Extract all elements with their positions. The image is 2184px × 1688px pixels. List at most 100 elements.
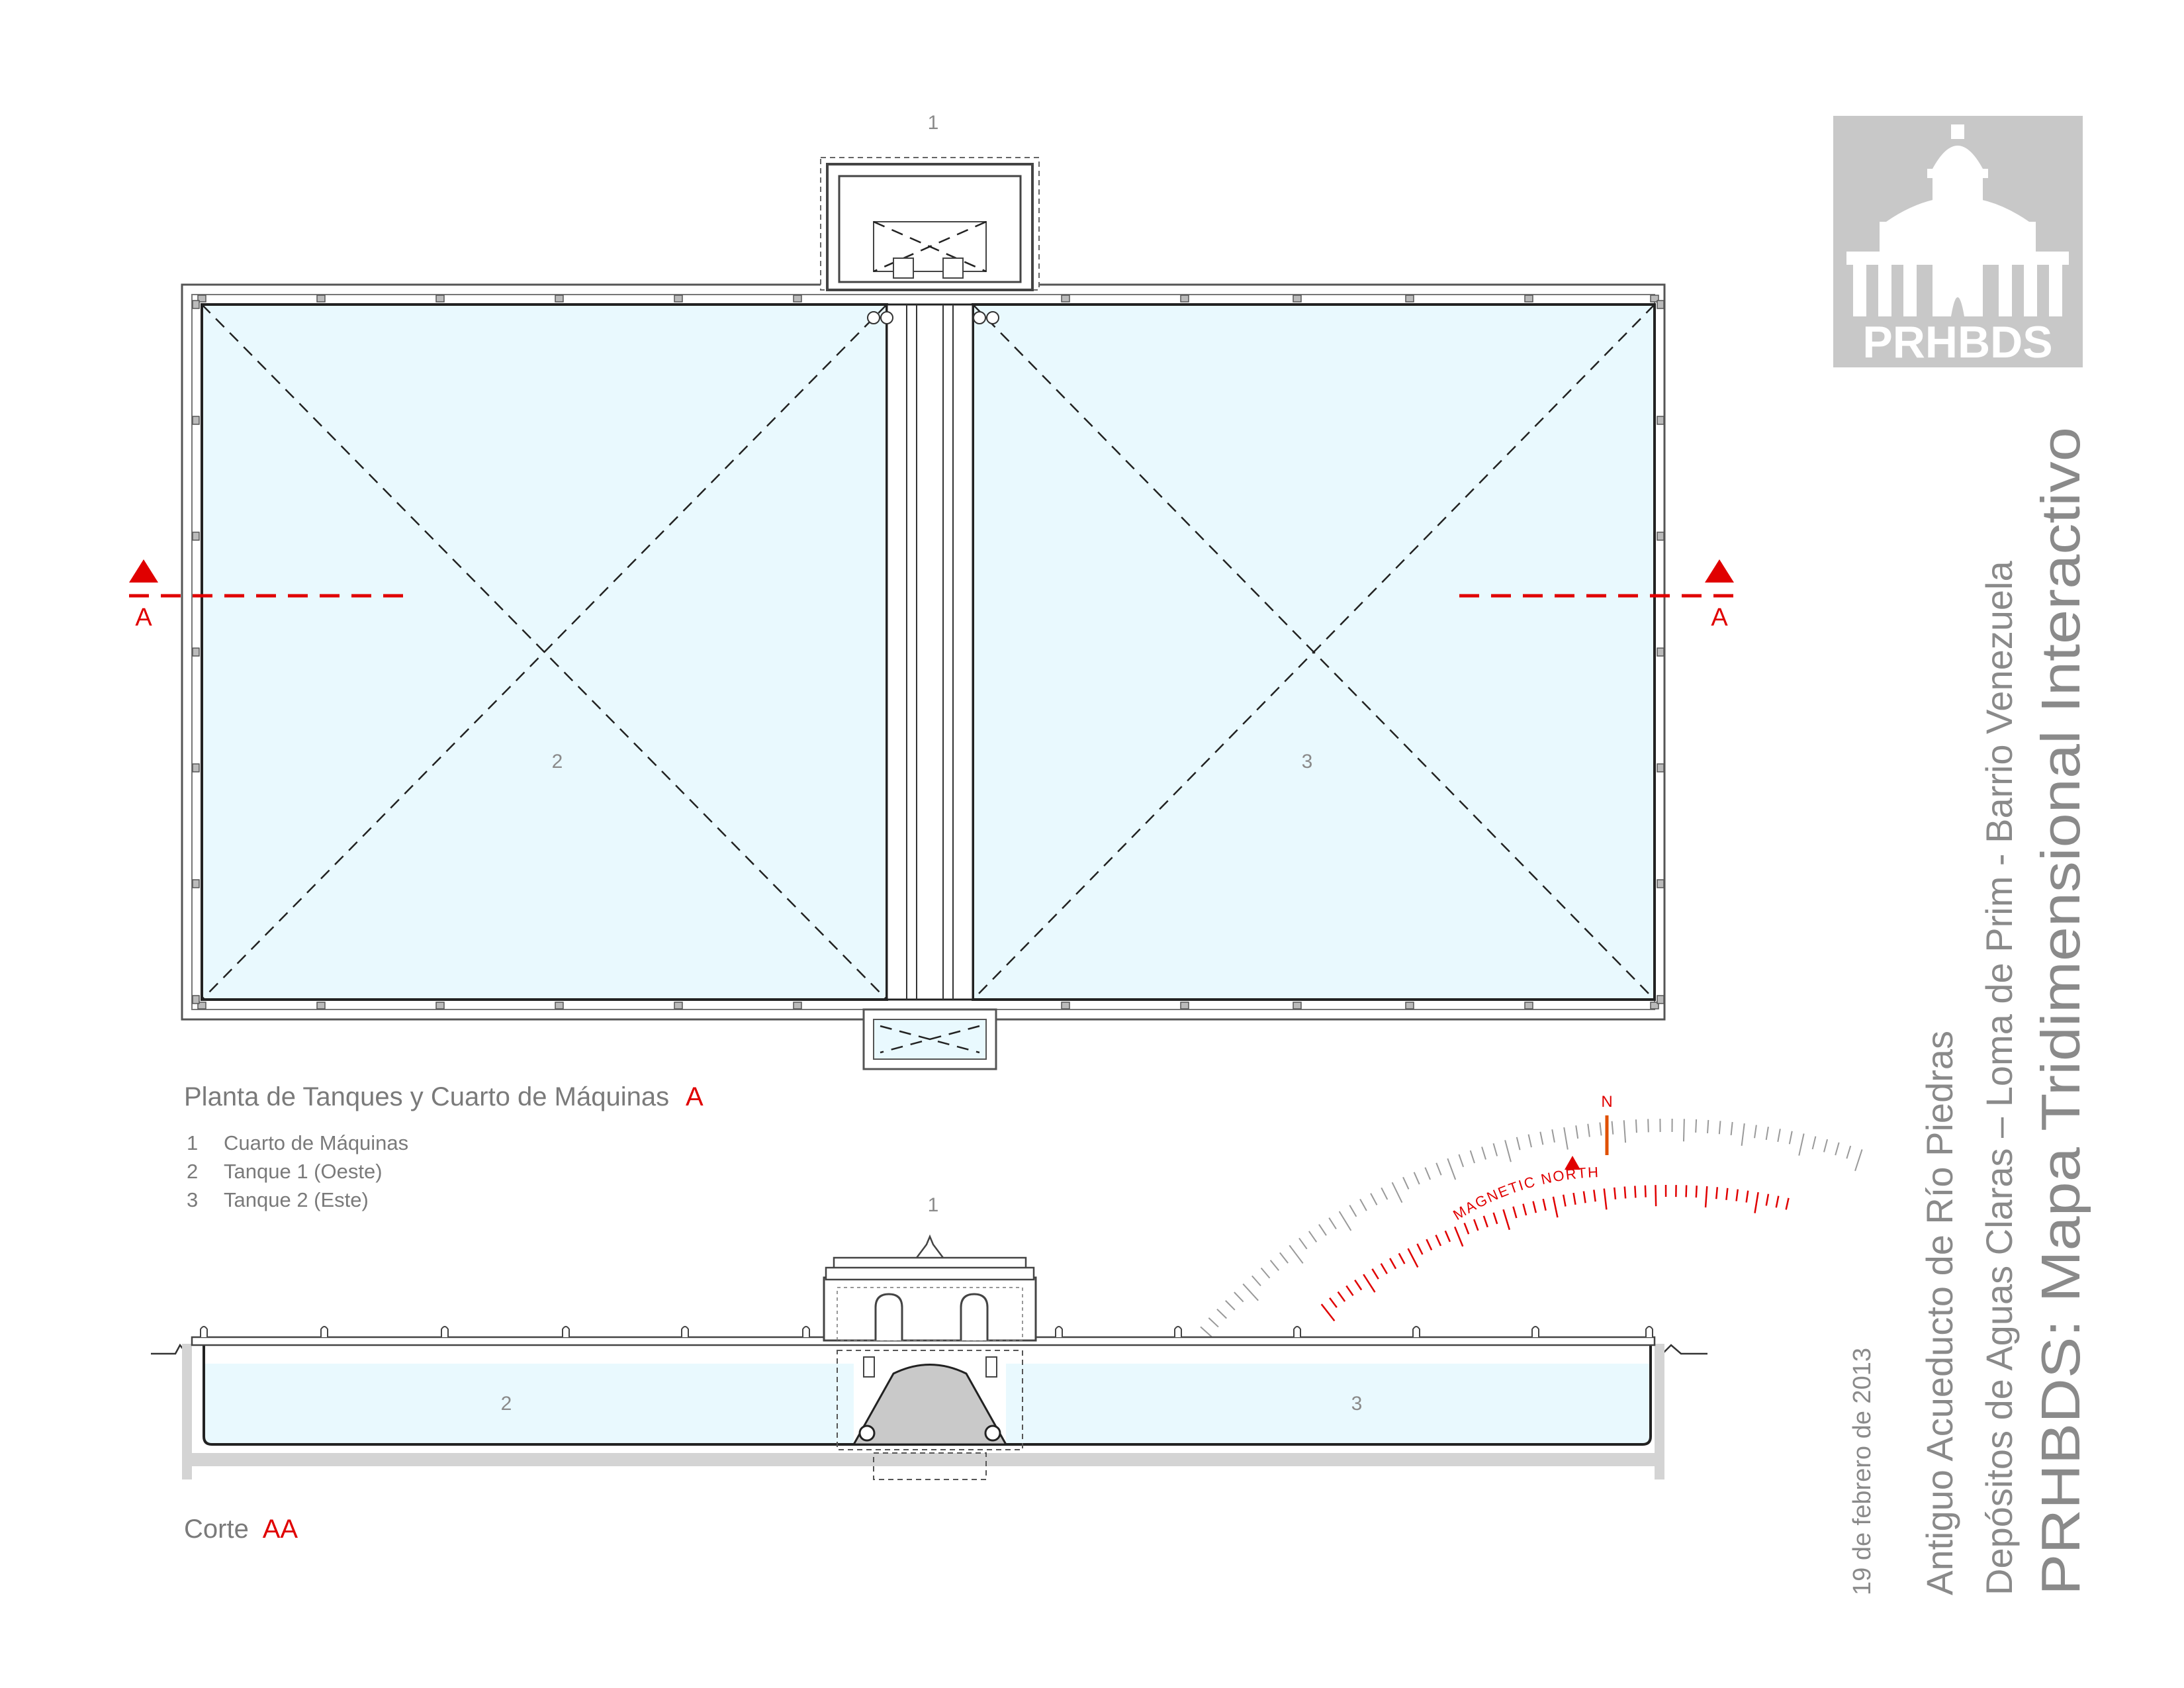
compass-tick [1338,1211,1352,1231]
roof-post [200,1326,208,1337]
section-cut-line: A A [129,559,1734,632]
machine-room-plan [820,157,1040,291]
legend-num-2: 2 [187,1160,198,1183]
compass-tick-magnetic [1337,1291,1346,1302]
compass-tick-magnetic [1354,1279,1363,1291]
magnetic-north-label-path: MAGNETIC NORTH [1450,1164,1598,1223]
compass-tick [1835,1142,1840,1156]
wall-post [192,995,200,1004]
compass-tick-magnetic [1407,1248,1419,1268]
section-marker-right: A [1711,604,1728,632]
compass-tick-magnetic [1572,1192,1576,1205]
wall-post [555,295,564,303]
compass-tick-magnetic [1593,1190,1596,1202]
compass-tick-magnetic [1695,1186,1698,1198]
compass-tick-magnetic [1562,1194,1567,1207]
compass-tick [1481,1147,1486,1160]
plan-room-number-2: 2 [552,751,563,773]
compass-tick-magnetic [1715,1187,1719,1199]
section-room-number-2: 2 [501,1393,512,1415]
legend-num-3: 3 [187,1188,198,1211]
section-water-east [1006,1364,1651,1444]
wall-post [435,1002,445,1009]
compass-tick-magnetic [1704,1186,1708,1208]
roof-post [1412,1326,1420,1337]
titleblock-line1: Antiguo Acueducto de Río Piedras [1919,1031,1960,1595]
wall-post [1180,295,1189,303]
compass-tick [1328,1217,1337,1230]
wall-post [1657,995,1664,1004]
compass-tick-magnetic [1542,1198,1547,1211]
compass-tick [1587,1123,1590,1137]
compass-tick [1308,1231,1318,1243]
compass-tick [1435,1162,1442,1176]
wall-post [1657,300,1664,309]
compass-tick-magnetic [1482,1215,1488,1228]
legend-label-2: Tanque 1 (Oeste) [224,1160,383,1183]
compass-tick-magnetic [1522,1203,1527,1216]
compass-tick [1208,1317,1219,1328]
wall-post [1293,295,1302,303]
compass-tick [1260,1267,1271,1279]
wall-post [1650,295,1659,303]
wall-post [1405,295,1414,303]
compass-tick [1647,1119,1649,1133]
section-structure [182,1344,1664,1479]
titleblock-line3: PRHBDS: Mapa Tridimensional Interactivo [2030,427,2091,1595]
section-view: 1 2 3 [151,1194,1707,1480]
title-block: 19 de febrero de 2013 Antiguo Acueducto … [1848,427,2091,1595]
compass-tick-magnetic [1371,1268,1379,1280]
compass-tick [1251,1275,1261,1287]
wall-post [1657,416,1664,425]
wall-post [555,1002,564,1009]
compass-tick [1349,1205,1357,1217]
wall-post [1650,1002,1659,1009]
compass-tick-magnetic [1603,1188,1608,1210]
compass-tick [1269,1260,1279,1271]
compass-tick-magnetic [1398,1252,1406,1264]
wall-post [1524,295,1533,303]
roof-post [1174,1326,1182,1337]
wall-post [1293,1002,1302,1009]
compass-tick-magnetic [1745,1190,1749,1203]
compass-tick [1575,1125,1579,1139]
compass-tick [1846,1145,1852,1159]
wall-post [192,532,200,541]
compass-tick [1402,1176,1410,1190]
wall-post [793,1002,802,1009]
legend-num-1: 1 [187,1131,198,1154]
compass-tick [1359,1199,1367,1211]
true-north-label: N [1601,1093,1612,1111]
compass-tick [1788,1131,1793,1145]
compass-tick-magnetic [1754,1192,1759,1213]
compass-tick-magnetic [1320,1303,1336,1322]
plan-title-marker: A [686,1082,704,1111]
roof-post [320,1326,328,1337]
section-marker-left-arrow-icon [129,559,158,583]
legend: 1 Cuarto de Máquinas 2 Tanque 1 (Oeste) … [187,1131,408,1211]
compass-tick-magnetic [1785,1197,1790,1210]
compass-tick-magnetic [1453,1226,1464,1247]
compass-tick [1424,1167,1432,1180]
compass-tick [1492,1143,1498,1156]
roof-post [681,1326,689,1337]
legend-label-1: Cuarto de Máquinas [224,1131,408,1154]
section-room-number-3: 3 [1351,1393,1363,1415]
wall-post [197,1002,206,1009]
compass-tick-magnetic [1735,1189,1739,1201]
roof-post [1055,1326,1063,1337]
wall-post [435,295,445,303]
compass-tick [1611,1121,1614,1135]
roof-post [1645,1326,1653,1337]
compass-tick-magnetic [1765,1194,1770,1206]
compass-tick-magnetic [1614,1187,1617,1199]
compass-tick [1370,1193,1378,1205]
compass-tick-magnetic [1444,1230,1451,1243]
wall-post [192,416,200,425]
wall-post [1405,1002,1414,1009]
compass-tick [1718,1121,1721,1135]
compass-tick [1551,1129,1555,1143]
section-marker-left: A [135,604,152,632]
plan-room-number-3: 3 [1302,751,1313,773]
compass-tick [1765,1127,1769,1141]
